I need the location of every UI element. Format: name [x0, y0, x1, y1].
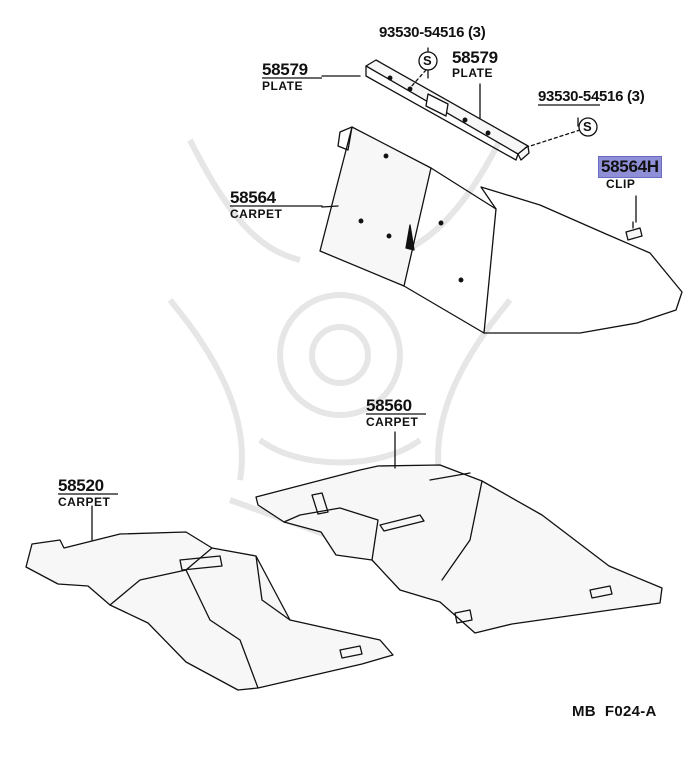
rear-carpet-panels	[319, 126, 683, 334]
part-number-plate-left[interactable]: 58579	[262, 60, 308, 79]
part-name-plate-right: PLATE	[452, 66, 493, 80]
part-number-carpet-rear[interactable]: 58564	[230, 188, 276, 207]
label-underlines	[58, 77, 600, 495]
screw-symbol-right	[578, 117, 598, 137]
part-name-clip: CLIP	[606, 177, 636, 191]
diagram-code: MB F024-A	[572, 703, 657, 720]
leader-lines	[91, 47, 637, 541]
part-name-plate-left: PLATE	[262, 79, 303, 93]
dashed-leaders	[409, 69, 581, 149]
part-name-carpet-front: CARPET	[58, 495, 111, 509]
screw-icon: S	[583, 119, 592, 134]
part-number-bolt-right[interactable]: 93530-54516 (3)	[538, 88, 645, 105]
part-number-plate-right[interactable]: 58579	[452, 48, 498, 67]
part-number-carpet-front[interactable]: 58520	[58, 476, 104, 495]
part-number-clip-highlighted[interactable]: 58564H	[598, 156, 662, 178]
clip-part	[625, 221, 643, 241]
front-floor-carpet	[25, 531, 394, 691]
part-name-carpet-rear: CARPET	[230, 207, 283, 221]
rear-floor-carpet	[255, 464, 663, 634]
screw-symbol-top	[418, 51, 438, 71]
part-number-bolt-top[interactable]: 93530-54516 (3)	[379, 24, 486, 41]
plate-bar	[365, 59, 530, 161]
part-name-carpet-main: CARPET	[366, 415, 419, 429]
screw-icon: S	[423, 53, 432, 68]
part-number-carpet-main[interactable]: 58560	[366, 396, 412, 415]
